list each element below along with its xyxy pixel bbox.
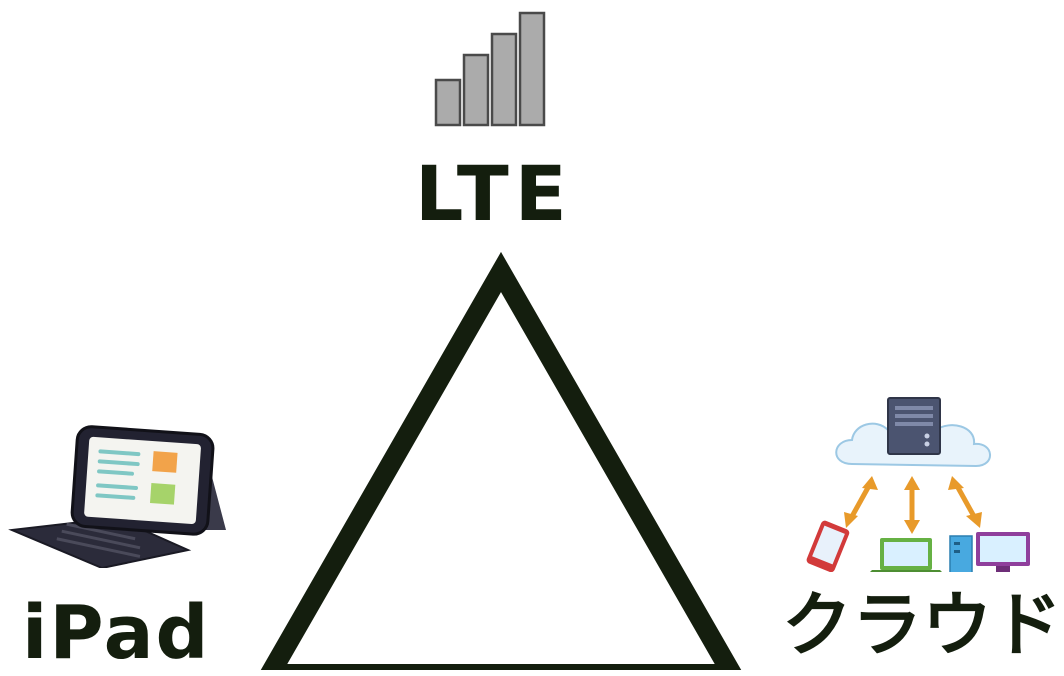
ipad-label: iPad — [22, 596, 211, 670]
laptop-icon — [866, 538, 946, 572]
sync-arrows — [844, 476, 982, 534]
tablet-with-keyboard-icon — [6, 418, 226, 568]
smartphone-icon — [805, 519, 850, 572]
desktop-computer-icon — [950, 532, 1030, 572]
cloud-server-devices-icon — [800, 392, 1040, 572]
screen-green-block — [150, 483, 175, 505]
screen-orange-block — [152, 451, 177, 473]
cloud-label: クラウド — [782, 590, 1062, 660]
server-icon — [888, 398, 940, 454]
